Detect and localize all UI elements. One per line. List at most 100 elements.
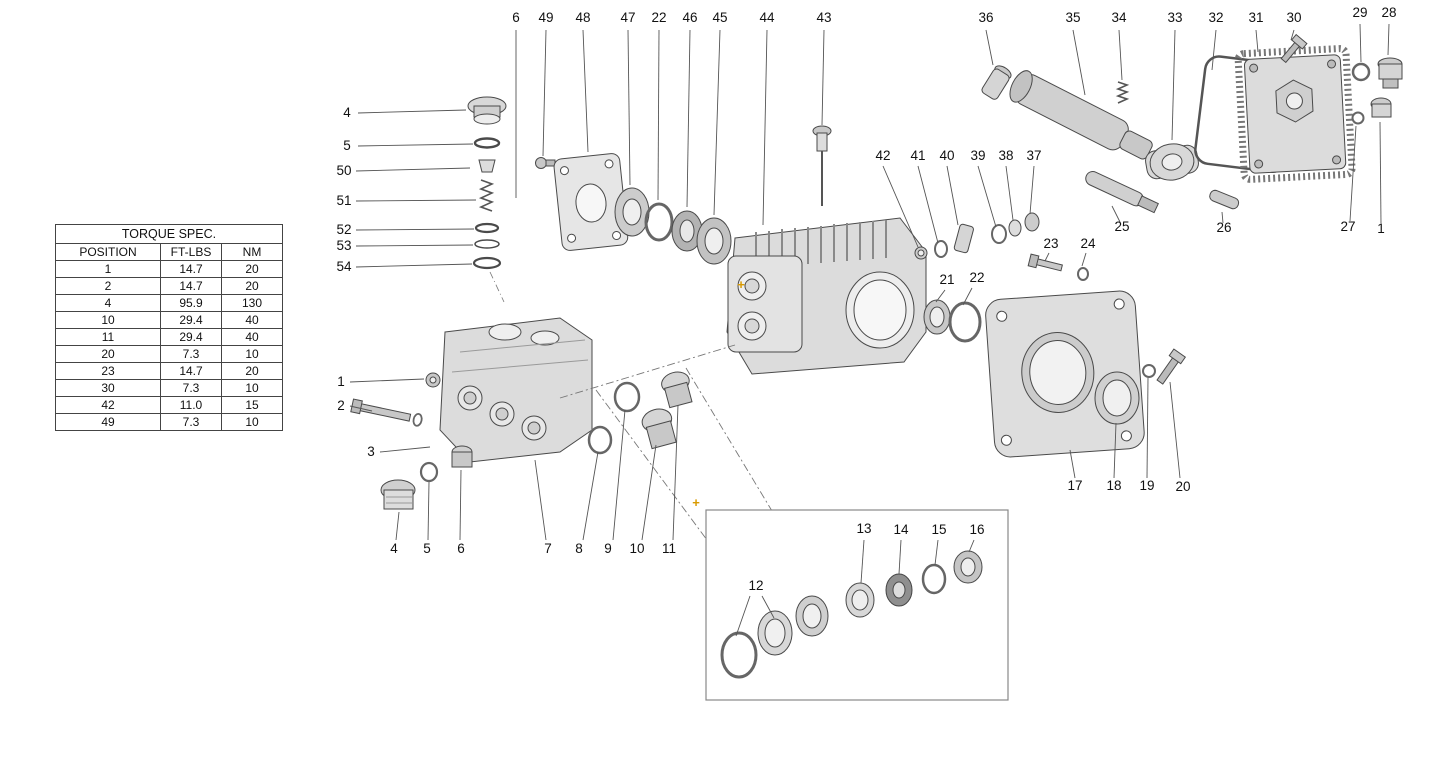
callout-label-22: 22 bbox=[969, 270, 984, 285]
leader-line bbox=[355, 244, 474, 247]
callout-label-32: 32 bbox=[1208, 10, 1223, 25]
leader-line bbox=[395, 511, 400, 541]
leader-line bbox=[357, 143, 474, 147]
callout-label-35: 35 bbox=[1065, 10, 1080, 25]
part-bolt-30 bbox=[1280, 33, 1308, 64]
leader-line bbox=[917, 165, 939, 244]
leader-line bbox=[459, 469, 462, 541]
leader-line bbox=[935, 289, 946, 303]
part-oring-8 bbox=[587, 425, 613, 455]
leader-line bbox=[1081, 252, 1087, 267]
part-plug-11 bbox=[661, 371, 693, 409]
part-plug-4b bbox=[380, 479, 416, 510]
callout-label-31: 31 bbox=[1248, 10, 1263, 25]
callout-label-54: 54 bbox=[336, 259, 352, 274]
part-breather bbox=[981, 65, 1012, 100]
callout-label-44: 44 bbox=[759, 10, 775, 25]
callout-label-21: 21 bbox=[939, 272, 954, 287]
leader-line bbox=[761, 595, 775, 619]
leader-line bbox=[1379, 121, 1382, 224]
callout-label-6: 6 bbox=[457, 541, 465, 556]
leader-line bbox=[627, 29, 631, 186]
column-header: NM bbox=[221, 243, 283, 261]
callout-label-51: 51 bbox=[336, 193, 351, 208]
callout-label-7: 7 bbox=[544, 541, 552, 556]
leader-line bbox=[985, 29, 994, 66]
callout-label-41: 41 bbox=[910, 148, 925, 163]
leader-line bbox=[735, 595, 751, 637]
part-flange-33 bbox=[1145, 143, 1199, 181]
part-oring-27 bbox=[1351, 111, 1365, 125]
callout-label-25: 25 bbox=[1114, 219, 1129, 234]
leader-line bbox=[882, 165, 919, 248]
part-pin-26 bbox=[1209, 189, 1240, 210]
leader-line bbox=[821, 29, 825, 126]
leader-line bbox=[612, 409, 626, 541]
callout-label-16: 16 bbox=[969, 522, 984, 537]
part-crankcase bbox=[726, 217, 927, 375]
callout-label-23: 23 bbox=[1043, 236, 1058, 251]
callout-label-15: 15 bbox=[931, 522, 946, 537]
callout-label-24: 24 bbox=[1080, 236, 1096, 251]
part-cover-31 bbox=[1234, 45, 1356, 183]
leader-line bbox=[427, 481, 430, 541]
callout-label-5: 5 bbox=[343, 138, 351, 153]
leader-line bbox=[672, 404, 679, 541]
leader-line bbox=[860, 539, 865, 584]
leader-line bbox=[534, 459, 547, 541]
callout-label-4: 4 bbox=[343, 105, 351, 120]
plus-marker: + bbox=[692, 495, 700, 510]
callout-label-36: 36 bbox=[978, 10, 993, 25]
callout-label-8: 8 bbox=[575, 541, 583, 556]
callout-label-22: 22 bbox=[651, 10, 666, 25]
leader-line bbox=[1171, 29, 1176, 141]
part-plug-28 bbox=[1377, 57, 1403, 89]
leader-line bbox=[657, 29, 660, 201]
leader-line bbox=[1113, 422, 1117, 479]
callout-label-48: 48 bbox=[575, 10, 590, 25]
leader-line bbox=[1211, 29, 1217, 71]
callout-label-47: 47 bbox=[620, 10, 635, 25]
leader-line bbox=[582, 29, 589, 153]
leader-line bbox=[1255, 29, 1259, 53]
callout-label-10: 10 bbox=[629, 541, 644, 556]
callout-label-4: 4 bbox=[390, 541, 398, 556]
part-ring-18 bbox=[1094, 371, 1140, 425]
leader-line bbox=[898, 539, 902, 575]
callout-label-30: 30 bbox=[1286, 10, 1301, 25]
callout-label-37: 37 bbox=[1026, 148, 1041, 163]
part-oring-29 bbox=[1351, 62, 1371, 82]
leader-line bbox=[542, 29, 547, 157]
part-dipstick bbox=[812, 125, 832, 206]
callout-label-18: 18 bbox=[1106, 478, 1121, 493]
part-manifold bbox=[439, 317, 593, 463]
callout-label-14: 14 bbox=[893, 522, 909, 537]
leader-line bbox=[641, 444, 657, 541]
leader-line bbox=[946, 165, 959, 226]
part-washer-24 bbox=[1077, 267, 1089, 281]
part-oring-19 bbox=[1142, 364, 1156, 378]
leader-line bbox=[349, 378, 425, 383]
part-screw-49 bbox=[535, 157, 556, 169]
axis-lines bbox=[559, 344, 773, 541]
callout-label-33: 33 bbox=[1167, 10, 1182, 25]
part-rod-25 bbox=[1085, 171, 1159, 214]
callout-label-19: 19 bbox=[1139, 478, 1154, 493]
part-bearing-45 bbox=[696, 217, 732, 265]
leader-line bbox=[977, 165, 997, 228]
leader-line bbox=[1072, 29, 1086, 96]
leader-line bbox=[1349, 125, 1357, 222]
leader-line bbox=[1069, 449, 1076, 479]
part-plug-1-left bbox=[425, 372, 441, 388]
leader-line bbox=[1029, 165, 1035, 215]
part-oring-5b bbox=[419, 461, 439, 483]
callout-label-1: 1 bbox=[337, 374, 345, 389]
callout-label-45: 45 bbox=[712, 10, 727, 25]
leader-line bbox=[1044, 252, 1050, 262]
part-oring-22b bbox=[948, 301, 982, 343]
